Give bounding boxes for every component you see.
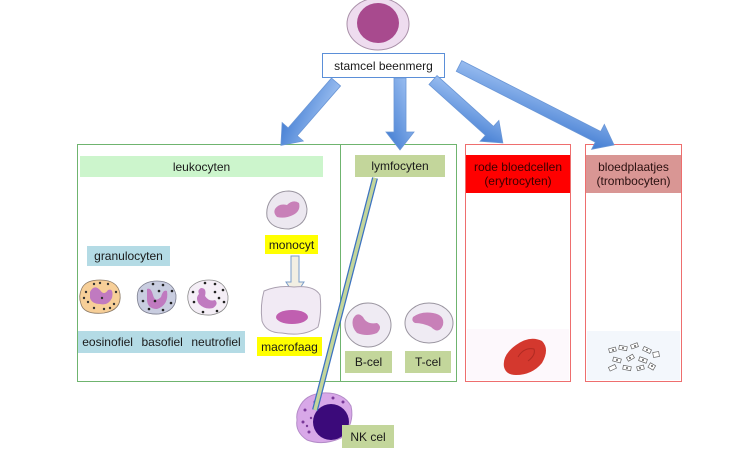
trombocyten-header-line1: bloedplaatjes	[598, 160, 669, 174]
t-cell-image	[404, 302, 454, 344]
erytrocyten-header-line2: (erytrocyten)	[484, 174, 552, 188]
b-cell-image	[344, 302, 392, 348]
monocyte-cell-image	[266, 190, 308, 230]
erytrocyte-cell-image	[503, 338, 546, 375]
monocyt-label: monocyt	[265, 235, 318, 254]
erytrocyten-header: rode bloedcellen (erytrocyten)	[466, 155, 570, 193]
stem-cell-image	[346, 0, 410, 51]
macrofaag-label: macrofaag	[257, 337, 322, 356]
arrow-to-lymfocyten	[385, 77, 415, 151]
basophil-cell-image	[136, 280, 177, 315]
trombocyte-cell-image	[607, 342, 660, 372]
arrow-to-trombocyten	[455, 60, 615, 150]
nk-cel-label: NK cel	[342, 425, 394, 448]
arrow-to-erytrocyten	[428, 74, 504, 144]
erytrocyten-header-line1: rode bloedcellen	[473, 160, 563, 174]
leukocyten-header: leukocyten	[80, 156, 323, 177]
lymfocyten-header: lymfocyten	[355, 155, 445, 177]
neutrophil-cell-image	[187, 279, 229, 316]
granulocyte-types-bar: eosinofiel basofiel neutrofiel	[78, 331, 245, 353]
eosinophil-cell-image	[79, 279, 121, 314]
stem-cell-label: stamcel beenmerg	[322, 53, 445, 78]
granulocyten-label: granulocyten	[87, 246, 170, 266]
b-cel-label: B-cel	[345, 351, 392, 373]
trombocyten-header: bloedplaatjes (trombocyten)	[586, 155, 681, 193]
arrow-to-leukocyten	[280, 77, 342, 146]
basofiel-label: basofiel	[141, 335, 183, 349]
trombocyten-header-line2: (trombocyten)	[596, 174, 671, 188]
macrophage-cell-image	[260, 286, 322, 335]
neutrofiel-label: neutrofiel	[191, 335, 241, 349]
eosinofiel-label: eosinofiel	[82, 335, 133, 349]
t-cel-label: T-cel	[405, 351, 451, 373]
